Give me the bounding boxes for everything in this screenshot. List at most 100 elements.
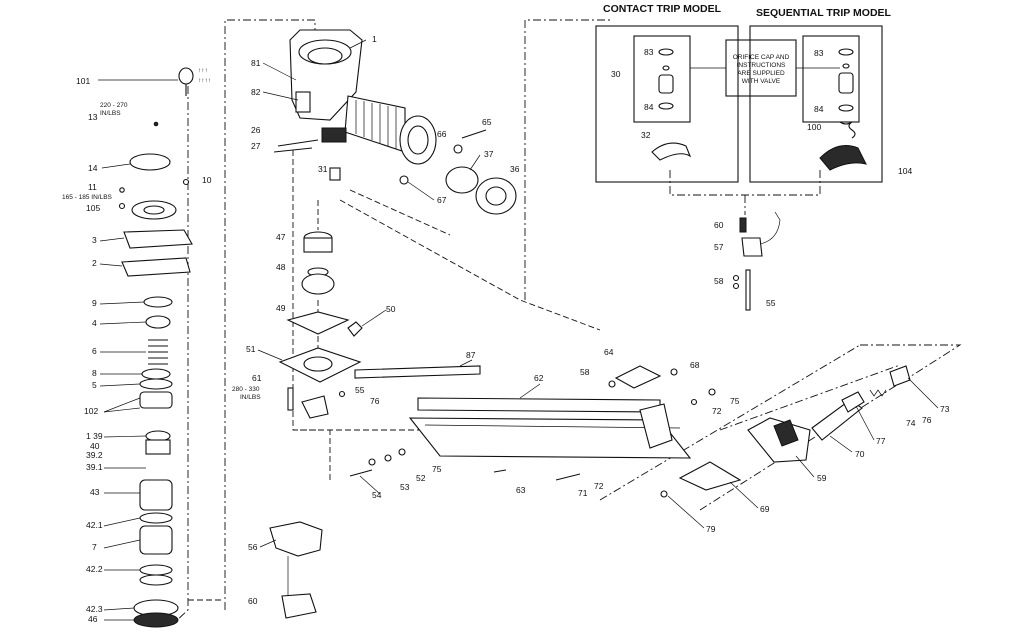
label-83a: 83 bbox=[644, 47, 654, 57]
label-62: 62 bbox=[534, 373, 544, 383]
label-32: 32 bbox=[641, 130, 651, 140]
label-2: 2 bbox=[92, 258, 97, 268]
pin-79 bbox=[660, 490, 668, 498]
contact-trip-header: CONTACT TRIP MODEL bbox=[603, 3, 722, 15]
piston-48 bbox=[301, 273, 335, 295]
label-54: 54 bbox=[372, 490, 382, 500]
label-104: 104 bbox=[898, 166, 912, 176]
torque-61a: 280 - 330 bbox=[232, 386, 260, 393]
label-57: 57 bbox=[714, 242, 724, 252]
plate-82 bbox=[295, 91, 311, 113]
cylinder-head-assembly: 1 81 82 26 27 31 65 66 37 36 67 bbox=[251, 29, 520, 215]
label-59: 59 bbox=[817, 473, 827, 483]
label-47: 47 bbox=[276, 232, 286, 242]
o-ring-37 bbox=[445, 166, 479, 194]
o-ring-84-sequential bbox=[838, 104, 854, 112]
label-69: 69 bbox=[760, 504, 770, 514]
contact-valve-box bbox=[633, 35, 691, 123]
label-87: 87 bbox=[466, 350, 476, 360]
valve-30 bbox=[658, 74, 674, 94]
label-73: 73 bbox=[940, 404, 950, 414]
label-4: 4 bbox=[92, 318, 97, 328]
seal-50 bbox=[347, 321, 363, 337]
label-61: 61 bbox=[252, 373, 262, 383]
label-40: 40 bbox=[90, 441, 100, 451]
spring-60 bbox=[739, 217, 747, 233]
label-60: 60 bbox=[248, 596, 258, 606]
label-76b: 76 bbox=[922, 415, 932, 425]
label-83b: 83 bbox=[814, 48, 824, 58]
label-101: 101 bbox=[76, 76, 90, 86]
label-105: 105 bbox=[86, 203, 100, 213]
label-52: 52 bbox=[416, 473, 426, 483]
label-26: 26 bbox=[251, 125, 261, 135]
svg-text:↑↑↑↑: ↑↑↑↑ bbox=[198, 77, 211, 84]
sequential-trip-box bbox=[749, 25, 883, 183]
assembly-guide-lines bbox=[174, 19, 962, 623]
cylinder-43 bbox=[139, 479, 173, 511]
label-13: 13 bbox=[88, 112, 98, 122]
eye-bolt-101 bbox=[178, 67, 194, 85]
latch-64 bbox=[614, 365, 662, 389]
driver-guide bbox=[269, 521, 323, 557]
label-58b: 58 bbox=[714, 276, 724, 286]
label-39-1: 39.1 bbox=[86, 462, 103, 472]
torque-13a: 220 - 270 bbox=[100, 102, 128, 109]
label-65: 65 bbox=[482, 117, 492, 127]
note-line-1: ORIFICE CAP AND bbox=[733, 54, 790, 61]
label-58: 58 bbox=[580, 367, 590, 377]
spring-77 bbox=[841, 391, 865, 413]
label-63: 63 bbox=[516, 485, 526, 495]
o-ring-83-sequential bbox=[838, 48, 854, 56]
bumper-47 bbox=[303, 237, 333, 253]
torque-13b: IN/LBS bbox=[100, 110, 121, 117]
trip-lever-104 bbox=[819, 145, 867, 171]
label-77: 77 bbox=[876, 436, 886, 446]
magazine-assembly: 87 62 64 58 68 75 72 54 53 52 75 63 71 7… bbox=[349, 347, 740, 500]
label-70: 70 bbox=[855, 449, 865, 459]
trip-55 bbox=[745, 269, 751, 311]
label-9: 9 bbox=[92, 298, 97, 308]
label-68: 68 bbox=[690, 360, 700, 370]
label-84b: 84 bbox=[814, 104, 824, 114]
label-7: 7 bbox=[92, 542, 97, 552]
label-53a: 53 bbox=[400, 482, 410, 492]
label-72a: 72 bbox=[712, 406, 722, 416]
nose-59 bbox=[747, 417, 811, 463]
label-76: 76 bbox=[370, 396, 380, 406]
label-75b: 75 bbox=[432, 464, 442, 474]
gasket-2 bbox=[121, 257, 191, 277]
spring-100 bbox=[839, 121, 856, 139]
label-5: 5 bbox=[92, 380, 97, 390]
label-74: 74 bbox=[906, 418, 916, 428]
screw-61 bbox=[287, 387, 294, 411]
svg-text:↑↑↑: ↑↑↑ bbox=[198, 67, 208, 74]
plug-67 bbox=[399, 175, 409, 185]
label-8: 8 bbox=[92, 368, 97, 378]
piston-7 bbox=[139, 525, 173, 555]
label-11: 11 bbox=[88, 182, 97, 192]
label-3: 3 bbox=[92, 235, 97, 245]
driver-assembly: 56 60 bbox=[248, 521, 323, 619]
nose-assembly: 73 74 76 77 70 59 69 79 bbox=[660, 365, 950, 534]
label-79: 79 bbox=[706, 524, 716, 534]
o-ring-83-contact bbox=[658, 48, 674, 56]
label-55b: 55 bbox=[766, 298, 776, 308]
strip-87 bbox=[354, 365, 481, 379]
label-14: 14 bbox=[88, 163, 98, 173]
sequential-valve-box bbox=[802, 35, 860, 123]
label-66: 66 bbox=[437, 129, 447, 139]
label-49: 49 bbox=[276, 303, 286, 313]
label-30: 30 bbox=[611, 69, 621, 79]
gasket-49 bbox=[286, 311, 350, 335]
label-6: 6 bbox=[92, 346, 97, 356]
label-48: 48 bbox=[276, 262, 286, 272]
label-51: 51 bbox=[246, 344, 256, 354]
torque-11: 165 - 185 IN/LBS bbox=[62, 194, 113, 201]
label-82: 82 bbox=[251, 87, 261, 97]
label-55: 55 bbox=[355, 385, 365, 395]
label-50: 50 bbox=[386, 304, 396, 314]
label-72b: 72 bbox=[594, 481, 604, 491]
label-139: 1 39 bbox=[86, 431, 103, 441]
left-parts-column: ↑↑↑ ↑↑↑↑ 101 220 - 270 bbox=[62, 67, 212, 628]
